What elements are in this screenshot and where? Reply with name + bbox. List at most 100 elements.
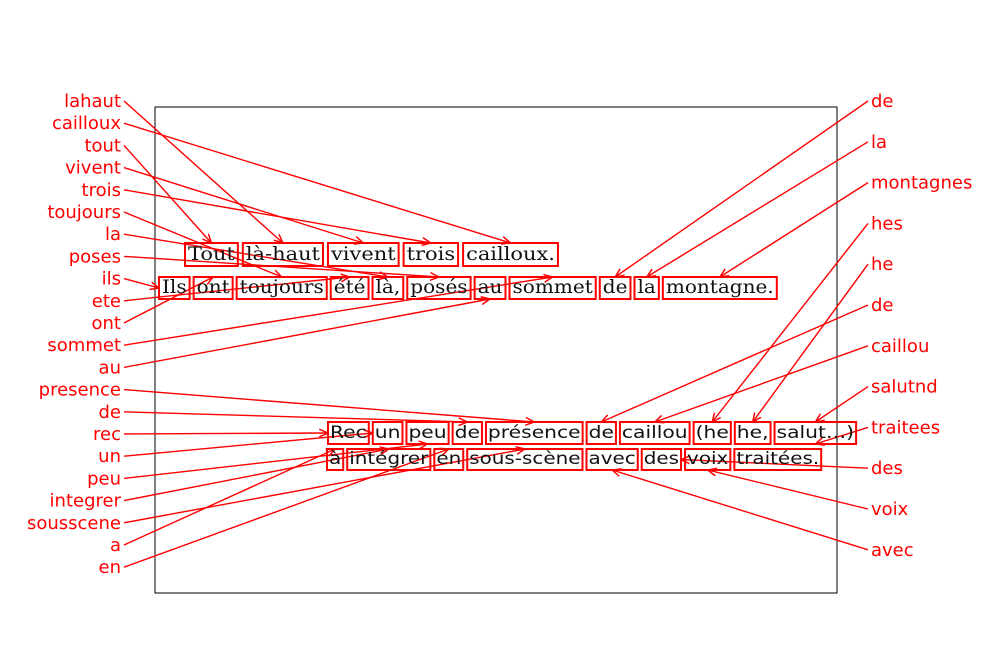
- annotation-label: montagnes: [871, 173, 972, 194]
- annotation-arrow: [612, 470, 869, 551]
- word-box: [326, 448, 345, 471]
- word-box: [406, 276, 472, 300]
- word-text: peu: [408, 423, 446, 443]
- word-box: [640, 448, 683, 471]
- word-box: [402, 242, 460, 267]
- annotation-label: vivent: [65, 158, 121, 179]
- word-text: traitées.: [736, 449, 819, 469]
- label-layer: lahautcaillouxtoutviventtroistoujourslap…: [27, 91, 972, 578]
- annotation-label: integrer: [50, 491, 122, 512]
- word-text: Ils: [162, 276, 187, 298]
- word-box: [633, 276, 660, 300]
- annotation-arrow: [123, 122, 511, 243]
- word-box: [235, 276, 328, 300]
- word-box: [326, 242, 400, 267]
- word-text: été: [334, 276, 366, 298]
- annotation-label: hes: [871, 213, 903, 234]
- word-text: montagne.: [666, 276, 774, 298]
- word-text: présence: [488, 423, 581, 443]
- annotation-label: lahaut: [64, 91, 121, 112]
- word-text: Rec: [330, 423, 367, 443]
- annotation-arrow: [601, 304, 869, 422]
- annotation-label: la: [871, 132, 887, 153]
- annotation-label: cailloux: [52, 113, 121, 134]
- word-text: caillou: [622, 423, 688, 443]
- word-box: [508, 276, 597, 300]
- annotation-arrow: [123, 277, 553, 346]
- annotation-arrow: [123, 299, 490, 369]
- annotation-arrow: [123, 189, 431, 243]
- word-box: [618, 421, 691, 445]
- word-box: [327, 421, 370, 445]
- word-box: [585, 448, 639, 471]
- word-box: [158, 276, 191, 300]
- word-text: intégrer: [349, 449, 428, 469]
- annotation-label: la: [105, 224, 121, 245]
- annotation-arrow: [123, 449, 389, 502]
- word-box: [484, 421, 584, 445]
- annotation-arrow: [123, 411, 467, 422]
- annotation-label: avec: [871, 540, 914, 561]
- word-text: sous-scène: [469, 449, 580, 469]
- word-box: [371, 421, 404, 445]
- word-text: un: [375, 423, 401, 443]
- image-frame: [154, 106, 838, 594]
- annotation-arrow: [123, 433, 373, 457]
- word-box: [462, 242, 559, 267]
- annotation-label: de: [871, 295, 894, 316]
- annotation-arrow: [647, 141, 869, 277]
- word-box: [241, 242, 324, 267]
- annotation-arrow: [123, 449, 525, 524]
- word-text: (he: [696, 423, 729, 443]
- annotation-arrow: [655, 345, 869, 422]
- word-text: de: [589, 423, 614, 443]
- word-text: au: [478, 276, 503, 298]
- annotation-arrow: [123, 233, 388, 277]
- annotation-label: au: [99, 357, 121, 378]
- annotation-arrow: [615, 100, 869, 277]
- annotation-label: presence: [39, 380, 121, 401]
- annotation-label: sommet: [47, 335, 121, 356]
- annotation-label: tout: [84, 135, 121, 156]
- annotation-arrow: [123, 277, 159, 288]
- annotation-label: he: [871, 254, 893, 275]
- annotation-arrow: [720, 182, 869, 277]
- word-text: de: [455, 423, 480, 443]
- word-box: [733, 421, 772, 445]
- arrow-layer: [123, 100, 869, 568]
- word-text: cailloux.: [466, 243, 555, 265]
- annotation-arrow: [123, 449, 449, 568]
- annotation-label: en: [99, 557, 121, 578]
- word-text: voix: [687, 449, 728, 469]
- word-text: des: [644, 449, 679, 469]
- annotation-label: caillou: [871, 336, 929, 357]
- word-box: [661, 276, 778, 300]
- word-text: vivent: [330, 243, 396, 265]
- annotation-arrow: [708, 470, 869, 510]
- annotation-label: sousscene: [27, 513, 121, 534]
- annotation-arrow: [815, 386, 869, 422]
- word-box: [692, 421, 732, 445]
- word-box: [466, 448, 584, 471]
- word-text: he,: [737, 423, 769, 443]
- word-text: trois: [407, 243, 455, 265]
- word-box: [773, 421, 858, 445]
- word-text: la: [637, 276, 655, 298]
- annotation-label: ont: [92, 313, 121, 334]
- word-box: [451, 421, 483, 445]
- annotation-arrow: [123, 433, 328, 434]
- annotation-arrow: [123, 100, 283, 243]
- word-box: [346, 448, 432, 471]
- annotation-label: trois: [82, 180, 121, 201]
- word-text: avec: [589, 449, 636, 469]
- word-box: [184, 242, 239, 267]
- word-text: posés: [410, 276, 467, 298]
- annotation-label: un: [98, 446, 121, 467]
- word-box: [585, 421, 617, 445]
- word-box: [473, 276, 507, 300]
